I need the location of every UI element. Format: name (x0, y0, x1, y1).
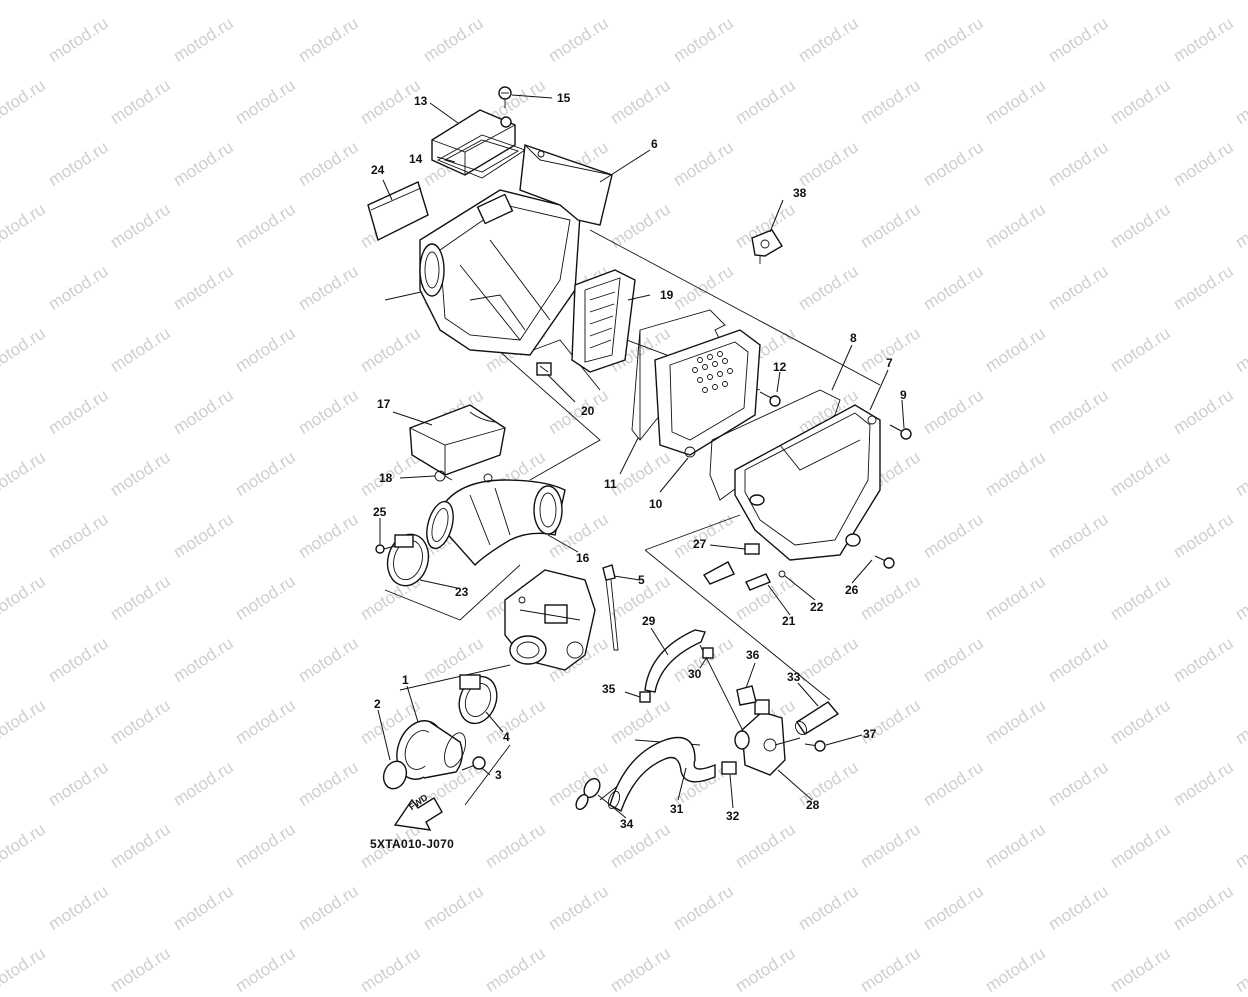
part-7-cover (734, 404, 881, 561)
callout-30: 30 (688, 667, 702, 681)
callout-31: 31 (670, 802, 684, 816)
exploded-view-drawing (367, 86, 912, 831)
callout-17: 17 (377, 397, 391, 411)
part-17-sponge (409, 404, 506, 476)
callout-1: 1 (402, 673, 409, 687)
callout-19: 19 (660, 288, 674, 302)
watermark-text: motod.ru (607, 943, 674, 996)
callout-23: 23 (455, 585, 469, 599)
callout-2: 2 (374, 697, 381, 711)
callout-28: 28 (806, 798, 820, 812)
part-36-cap (736, 685, 757, 706)
callout-29: 29 (642, 614, 656, 628)
part-33-hose (794, 701, 840, 736)
part-21-22-tube (702, 561, 786, 591)
watermark-text: motod.ru (732, 943, 799, 996)
part-6-air-box (419, 144, 613, 356)
callout-8: 8 (850, 331, 857, 345)
part-25-screw (375, 544, 396, 554)
watermark-text: motod.ru (357, 943, 424, 996)
callout-21: 21 (782, 614, 796, 628)
watermark-text: motod.ru (1232, 943, 1248, 996)
part-11-gasket (631, 309, 726, 441)
watermark-text: motod.ru (982, 943, 1049, 996)
part-35-clip (639, 691, 651, 703)
part-3-bolt (461, 756, 486, 771)
part-34-clamp (575, 777, 601, 811)
callout-18: 18 (379, 471, 393, 485)
part-12-screw (759, 391, 781, 407)
part-29-hose (644, 629, 706, 693)
part-20-clip (536, 362, 552, 376)
callout-34: 34 (620, 817, 634, 831)
watermark-text: motod.ru (107, 943, 174, 996)
part-27-clip (744, 543, 760, 555)
watermark-text: motod.ru (0, 943, 49, 996)
callout-32: 32 (726, 809, 740, 823)
part-37-bolt (804, 740, 826, 752)
part-16-joint (426, 473, 566, 567)
callout-4: 4 (503, 730, 510, 744)
part-31-hose (607, 736, 716, 813)
watermark-text: motod.ru (1107, 943, 1174, 996)
part-24-panel (367, 181, 429, 242)
callout-5: 5 (638, 573, 645, 587)
callout-26: 26 (845, 583, 859, 597)
callout-12: 12 (773, 360, 787, 374)
callout-10: 10 (649, 497, 663, 511)
callout-24: 24 (371, 163, 385, 177)
callout-3: 3 (495, 768, 502, 782)
leader-lines (377, 94, 905, 819)
part-13-cover (431, 109, 516, 176)
part-8-seal (709, 389, 841, 501)
callout-38: 38 (793, 186, 807, 200)
watermark-text: motod.ru (232, 943, 299, 996)
callout-13: 13 (414, 94, 428, 108)
callout-25: 25 (373, 505, 387, 519)
part-38-clamp (751, 229, 783, 264)
callout-9: 9 (900, 388, 907, 402)
callout-27: 27 (693, 537, 707, 551)
callout-14: 14 (409, 152, 423, 166)
part-30-clip (702, 647, 714, 659)
part-5-strap (602, 564, 619, 651)
callout-6: 6 (651, 137, 658, 151)
part-32-clip (721, 761, 737, 775)
watermark-text: motod.ru (482, 943, 549, 996)
part-26-bolt (874, 555, 895, 569)
part-15-screw (498, 86, 512, 108)
part-28-valve (734, 699, 801, 776)
watermark-text: motod.ru (857, 943, 924, 996)
carburetor (504, 569, 596, 671)
callout-15: 15 (557, 91, 571, 105)
callout-7: 7 (886, 356, 893, 370)
part-23-clamp (386, 533, 430, 587)
parts-diagram: motod.ru motod.ru motod.ru motod.ru motod.ru… (0, 13, 1248, 995)
callout-16: 16 (576, 551, 590, 565)
part-19-filter (571, 269, 636, 373)
catalog-code: 5XTA010-J070 (370, 837, 455, 851)
callout-33: 33 (787, 670, 801, 684)
part-9-screw (889, 424, 912, 440)
callout-37: 37 (863, 727, 877, 741)
callout-11: 11 (604, 477, 617, 491)
callout-20: 20 (581, 404, 595, 418)
fwd-arrow (393, 797, 443, 831)
callout-35: 35 (602, 682, 616, 696)
part-1-joint (396, 720, 466, 780)
part-4-clamp (458, 674, 498, 725)
part-10-frame (654, 329, 761, 458)
callout-22: 22 (810, 600, 824, 614)
part-2-o-ring (382, 760, 408, 790)
callout-36: 36 (746, 648, 760, 662)
